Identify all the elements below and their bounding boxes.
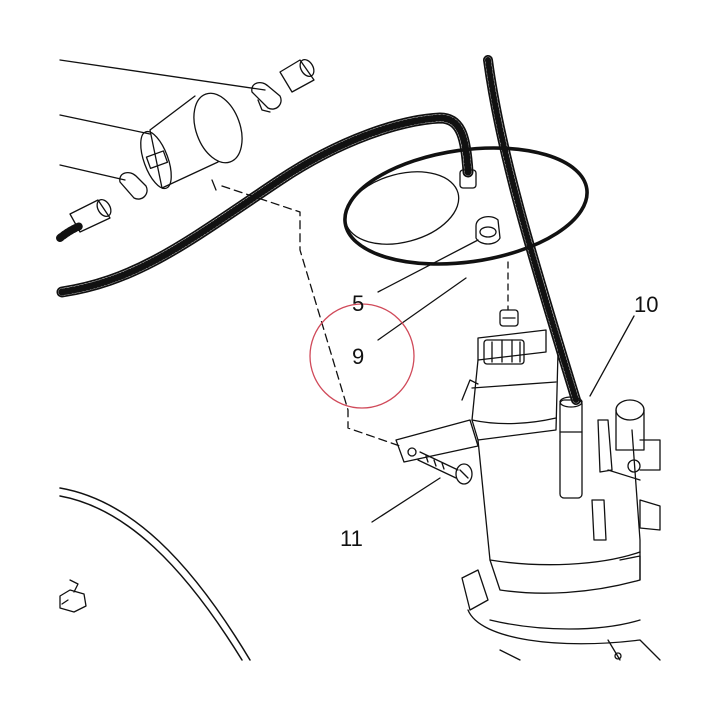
hose-clamp-left [119,171,148,200]
callout-part-9: 9 [352,344,365,369]
hose-end-fitting [459,169,477,189]
vent-fitting [59,579,87,613]
leader-9 [377,277,467,341]
sealing-o-ring [343,146,589,266]
fuel-pump-module [461,329,641,594]
mounting-bracket [395,419,479,463]
corrugated-hose-left-end [56,222,84,242]
hose-clamp-top [251,81,282,113]
small-hose-clamp [475,215,501,245]
module-base-flange [461,569,661,661]
corrugated-cable-vertical [483,55,581,405]
mounting-screw [417,451,473,485]
pump-inlet-nozzle [499,309,519,327]
callout-part-5: 5 [352,291,365,316]
fuel-tank-outline [59,487,251,661]
callout-part-10: 10 [634,292,659,317]
leader-10 [589,315,635,397]
connector-tube [559,396,583,499]
leader-lines-top-left [59,59,266,181]
corrugated-fuel-hose [56,112,474,298]
callout-part-11: 11 [340,526,363,551]
fuel-filter [140,92,243,191]
inner-gasket-ring [344,171,460,245]
assembly-line-left [221,185,401,447]
hose-stub-top [279,58,315,93]
leader-5 [377,239,479,293]
leader-11 [371,477,441,523]
highlight-circle [309,303,415,409]
electrical-connector [591,399,661,581]
